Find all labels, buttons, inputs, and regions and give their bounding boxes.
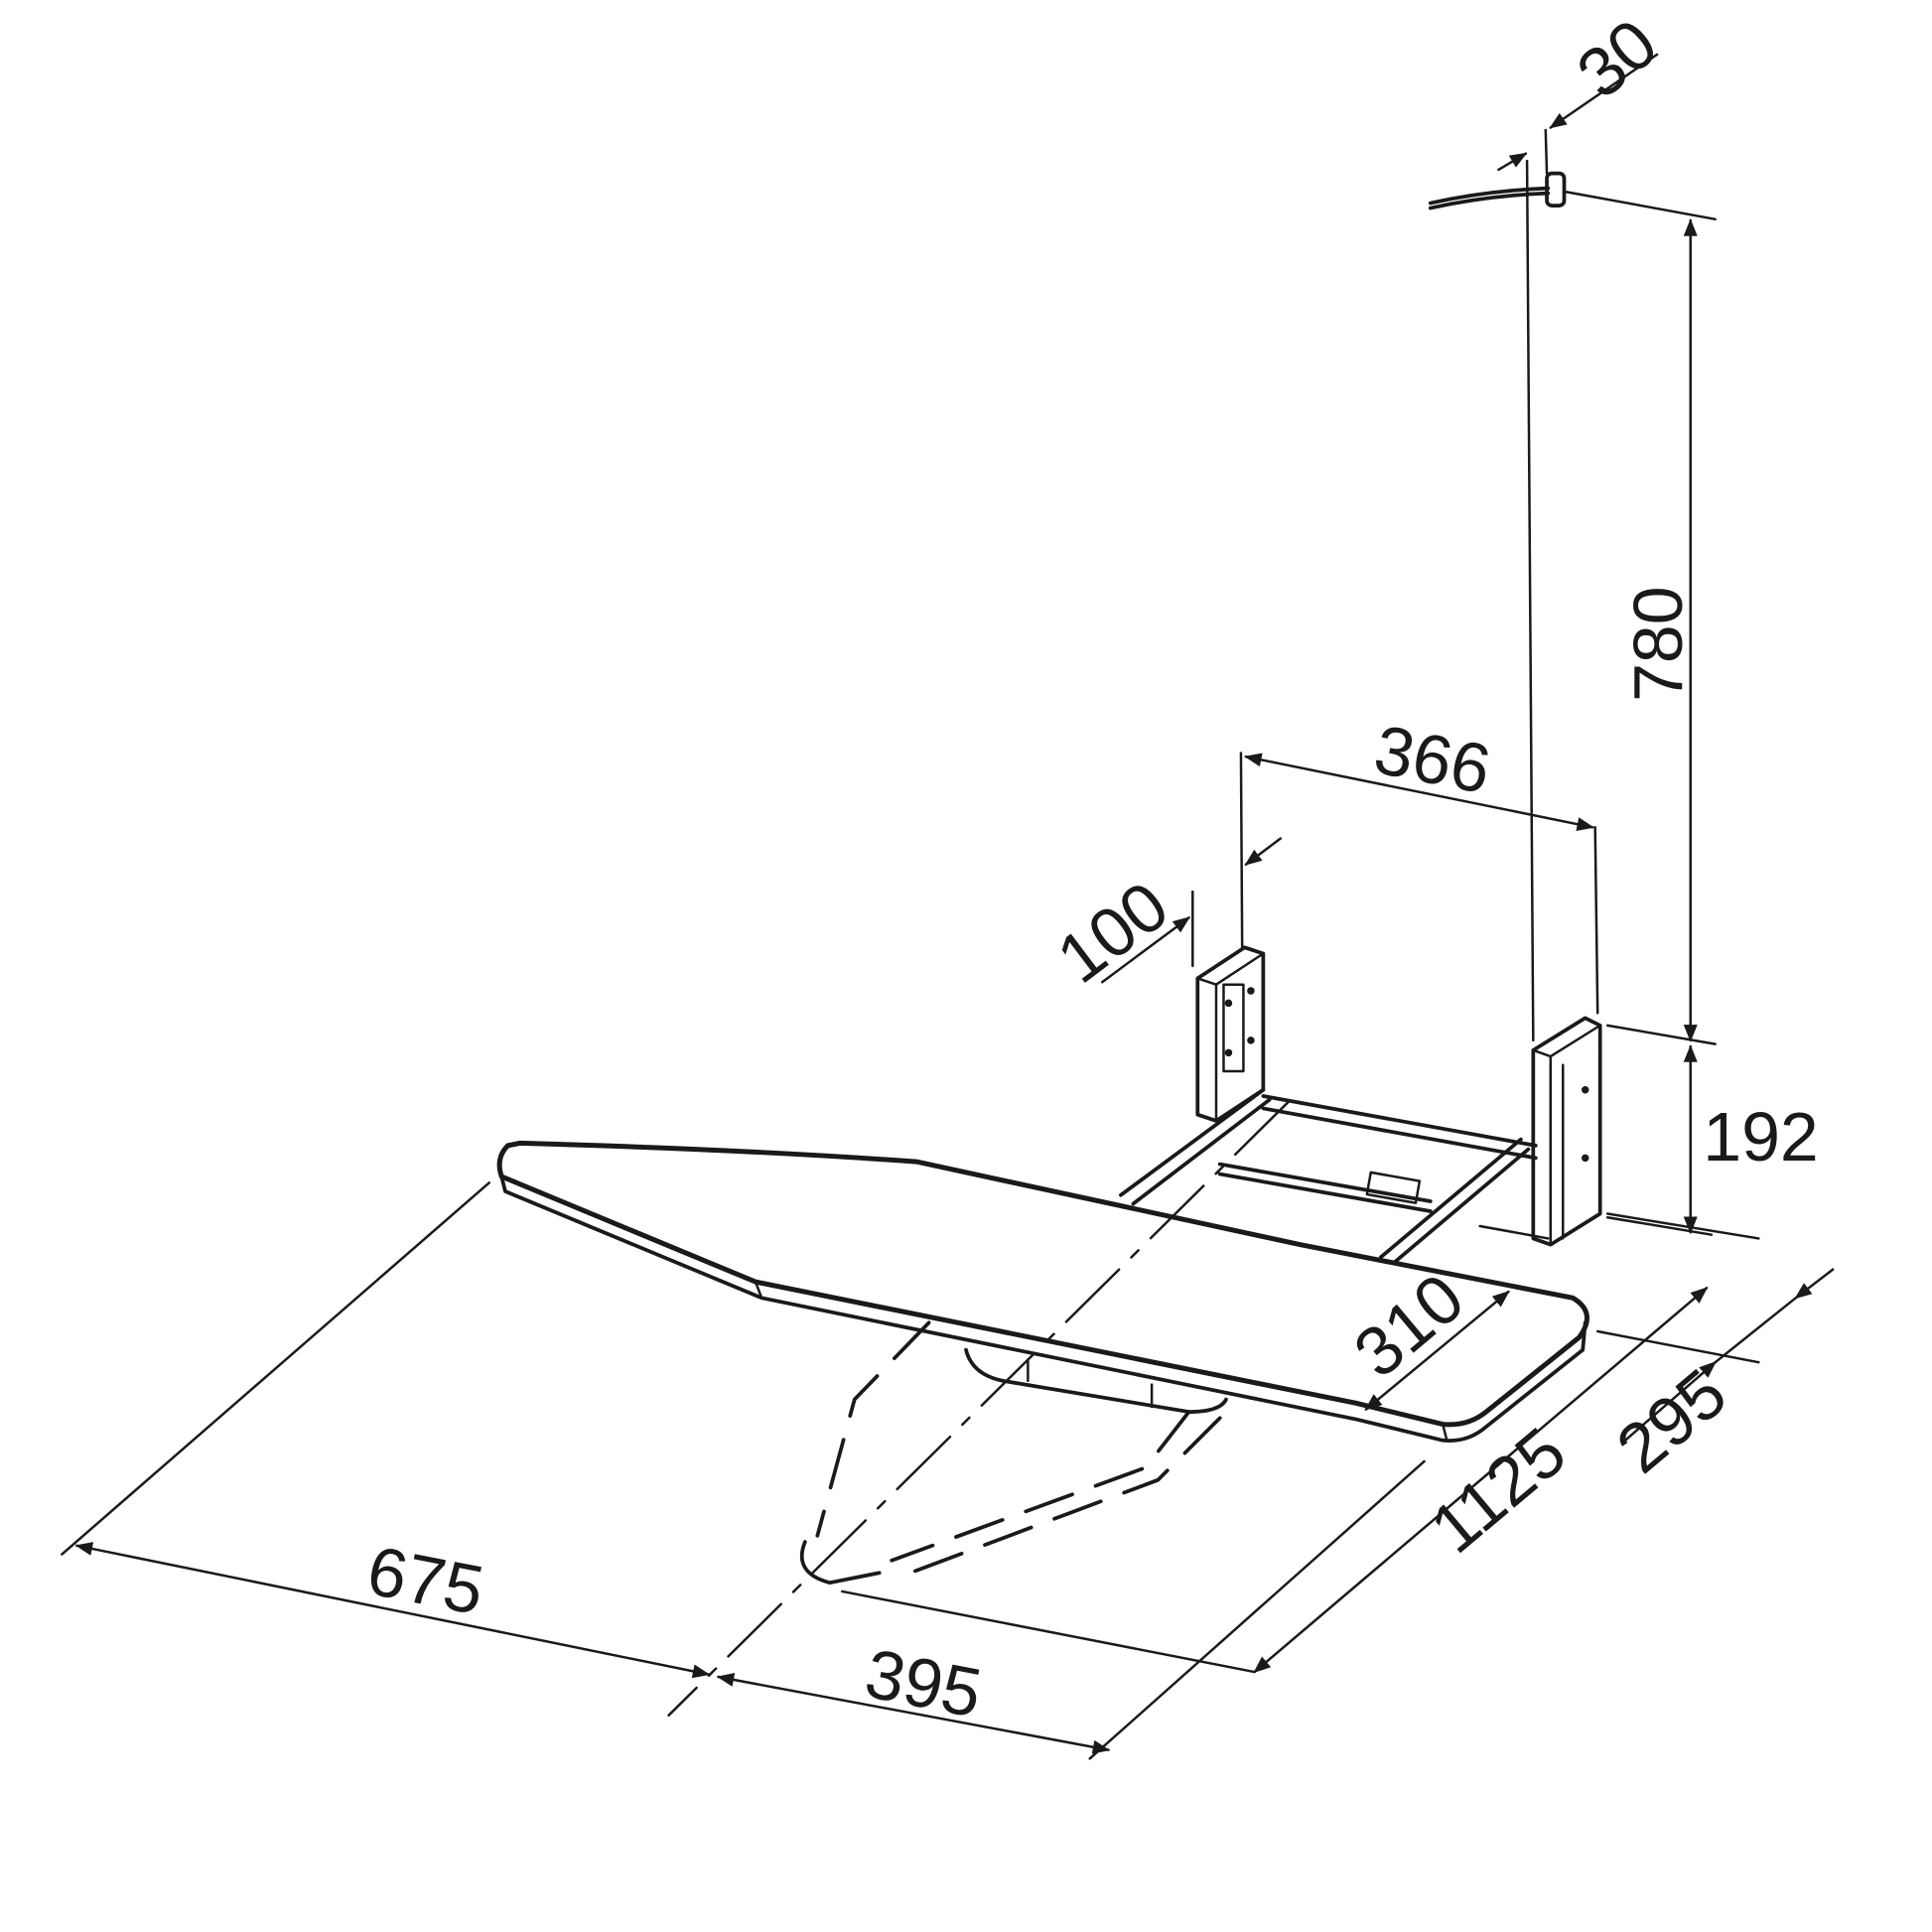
dimension-label-395: 395 xyxy=(860,1634,988,1732)
wall-hook-icon xyxy=(1428,171,1567,210)
dimension-395: 395 xyxy=(716,1634,1111,1754)
right-wall-bracket xyxy=(1531,1016,1602,1247)
dimension-label-310: 310 xyxy=(1339,1259,1477,1393)
dimension-label-1125: 1125 xyxy=(1416,1413,1580,1568)
support-frame xyxy=(1119,1087,1760,1266)
dimension-label-30: 30 xyxy=(1563,4,1672,113)
hook-extension-line xyxy=(1544,128,1549,175)
dimension-366: 366 xyxy=(1239,710,1599,1015)
dimension-label-100: 100 xyxy=(1043,867,1182,998)
center-line xyxy=(667,1100,1290,1717)
wall-reference-line xyxy=(1525,159,1535,1042)
dimension-30: 30 xyxy=(1497,4,1672,172)
dimension-295: 295 xyxy=(1595,1268,1835,1488)
dimension-label-780: 780 xyxy=(1619,586,1697,702)
dimension-label-366: 366 xyxy=(1368,710,1496,808)
dimension-192: 192 xyxy=(1605,1044,1819,1236)
folding-leg-outline xyxy=(799,1320,1222,1586)
dimension-label-295: 295 xyxy=(1602,1354,1740,1488)
dimension-100: 100 xyxy=(1043,837,1283,998)
dimension-675: 675 xyxy=(61,1181,711,1679)
dimension-label-192: 192 xyxy=(1703,1098,1819,1175)
dimension-780: 780 xyxy=(1565,191,1717,1045)
dimension-label-675: 675 xyxy=(361,1531,489,1629)
left-wall-bracket xyxy=(1195,945,1266,1123)
